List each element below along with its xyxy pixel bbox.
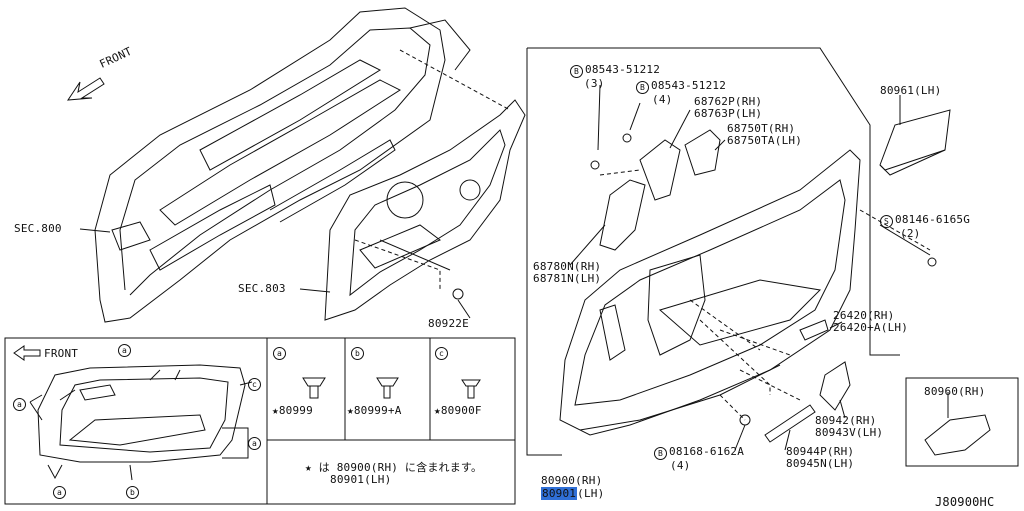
label-screw-s-qty: (2) <box>900 227 921 240</box>
assembly-lines <box>354 49 931 421</box>
switch-80960-drawing <box>924 414 991 456</box>
label-bolt-1-qty: (3) <box>584 77 605 90</box>
note-line-1: ★ は 80900(RH) に含まれます。 <box>305 461 483 474</box>
clip-part-80999: ★80999 <box>272 404 313 417</box>
label-26420a: 26420+A(LH) <box>833 321 909 334</box>
label-sec803: SEC.803 <box>238 282 286 295</box>
front-arrow-icon <box>67 77 105 101</box>
b-symbol-icon: B <box>654 447 667 460</box>
inset-front-label: FRONT <box>44 347 79 360</box>
label-68781n: 68781N(LH) <box>533 272 602 285</box>
clip-part-80999a: ★80999+A <box>347 404 402 417</box>
clip-part-80900f: ★80900F <box>434 404 482 417</box>
label-68763p: 68763P(LH) <box>694 107 763 120</box>
label-80901[interactable]: 80901(LH) <box>541 487 605 500</box>
assembly-frame-left <box>526 48 562 456</box>
inset-marker-a-top: a <box>118 343 133 357</box>
label-80900: 80900(RH) <box>541 474 603 487</box>
label-80960: 80960(RH) <box>924 385 986 398</box>
note-line-2: 80901(LH) <box>330 473 392 486</box>
inset-front-arrow-icon <box>13 345 41 361</box>
label-80961: 80961(LH) <box>880 84 942 97</box>
label-bolt-3-qty: (4) <box>670 459 691 472</box>
clip-icons <box>302 377 481 399</box>
label-bolt-2-qty: (4) <box>652 93 673 106</box>
label-80922e: 80922E <box>428 317 469 330</box>
b-symbol-icon: B <box>570 65 583 78</box>
label-80944p: 80944P(RH) <box>786 445 855 458</box>
inset-marker-a-right: a <box>248 436 263 450</box>
label-80942: 80942(RH) <box>815 414 877 427</box>
label-80945n: 80945N(LH) <box>786 457 855 470</box>
s-symbol-icon: S <box>880 215 893 228</box>
assembly-frame <box>527 47 900 356</box>
label-sec800: SEC.800 <box>14 222 62 235</box>
clip-marker-c: c <box>435 346 450 360</box>
clip-marker-a: a <box>273 346 288 360</box>
label-26420: 26420(RH) <box>833 309 895 322</box>
clip-marker-b: b <box>351 346 366 360</box>
leader-lines <box>29 84 949 481</box>
label-68750ta: 68750TA(LH) <box>727 134 803 147</box>
clip-inset-box <box>4 337 516 505</box>
inset-marker-b: b <box>126 485 141 499</box>
inset-marker-a-bottom: a <box>53 485 68 499</box>
highlighted-part-80901[interactable]: 80901 <box>541 487 578 500</box>
inset-marker-a-left: a <box>13 397 28 411</box>
b-symbol-icon: B <box>636 81 649 94</box>
label-80943v: 80943V(LH) <box>815 426 884 439</box>
inset-trim-drawing <box>37 364 246 463</box>
inset-marker-c: c <box>248 377 263 391</box>
label-68780n: 68780N(RH) <box>533 260 602 273</box>
door-module-panel-drawing <box>324 99 526 321</box>
door-trim-drawing <box>559 149 861 436</box>
door-shell-drawing <box>94 7 471 323</box>
label-68750t: 68750T(RH) <box>727 122 796 135</box>
switch-inset-box <box>905 377 1019 467</box>
small-parts-drawing <box>452 109 951 443</box>
label-68762p: 68762P(RH) <box>694 95 763 108</box>
reference-code: J80900HC <box>935 495 995 509</box>
